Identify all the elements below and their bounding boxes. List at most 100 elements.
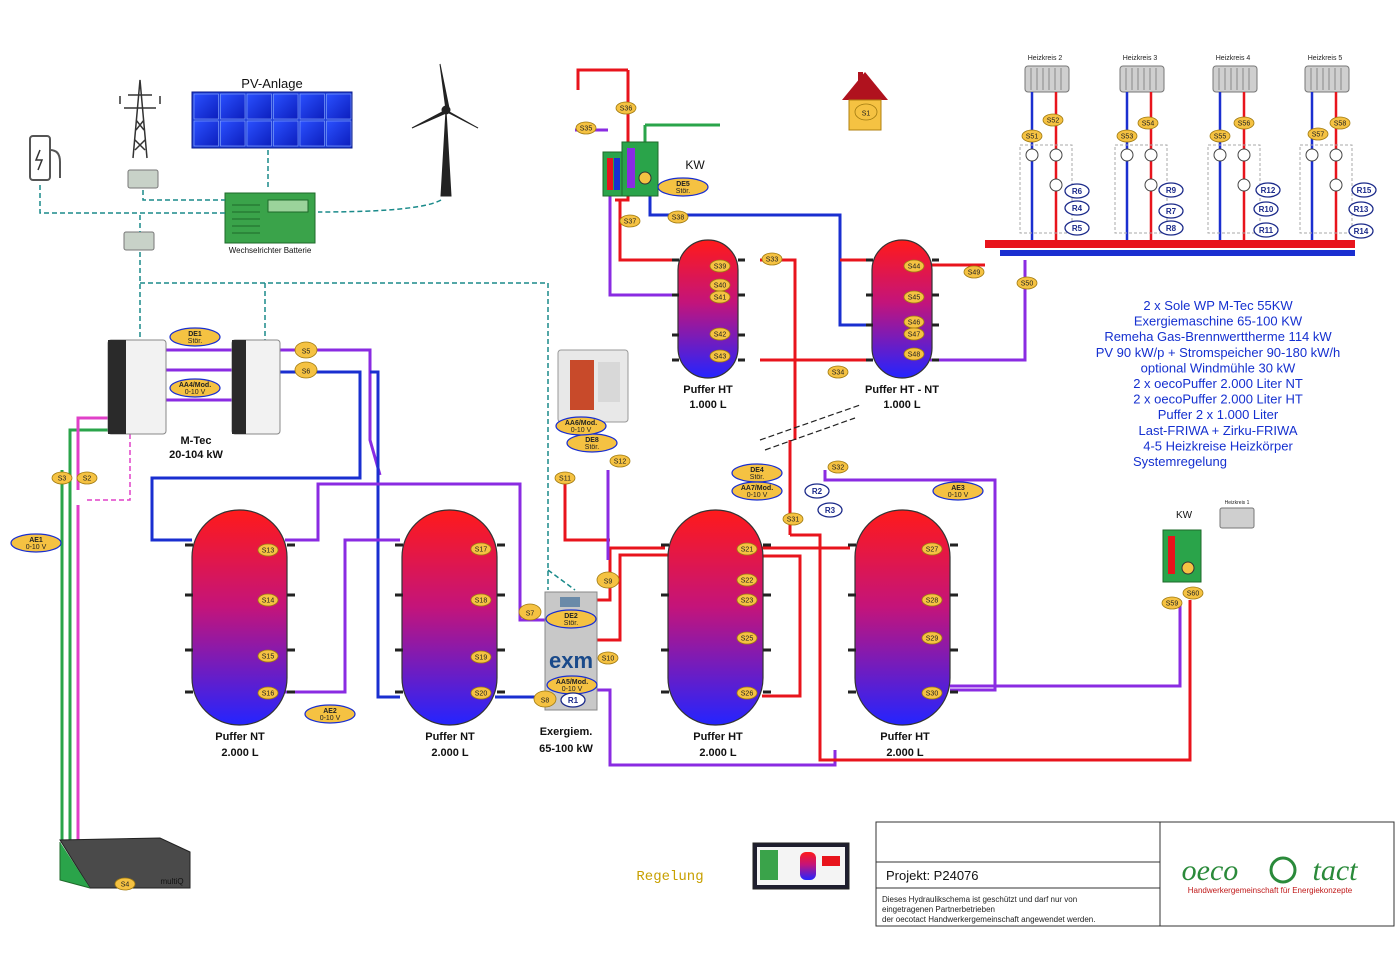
- module-aa6: AA6/Mod.0-10 V: [555, 416, 607, 436]
- svg-text:R9: R9: [1166, 186, 1177, 195]
- svg-text:R5: R5: [1072, 224, 1083, 233]
- dashed-crossing: [759, 404, 861, 451]
- signal-lines: [39, 150, 576, 591]
- svg-text:S60: S60: [1187, 591, 1200, 598]
- heating-circuit-3: Heizkreis 3: [1114, 55, 1168, 240]
- svg-text:S9: S9: [604, 579, 613, 586]
- relay-r13: R13: [1348, 201, 1374, 217]
- sensor-s3: S3: [51, 471, 73, 485]
- svg-text:0-10 V: 0-10 V: [571, 427, 592, 434]
- spec-line: 4-5 Heizkreise Heizkörper: [1143, 438, 1293, 453]
- svg-text:S15: S15: [262, 654, 275, 661]
- svg-text:S4: S4: [121, 882, 130, 889]
- svg-text:S20: S20: [475, 691, 488, 698]
- sensor-s55: S55: [1209, 129, 1231, 143]
- sensor-s60: S60: [1182, 586, 1204, 600]
- svg-text:R10: R10: [1259, 205, 1274, 214]
- spec-line: Exergiemaschine 65-100 KW: [1134, 314, 1303, 329]
- relay-r12: R12: [1255, 182, 1281, 198]
- svg-text:S54: S54: [1142, 121, 1155, 128]
- svg-text:S39: S39: [714, 264, 727, 271]
- sensor-s59: S59: [1161, 596, 1183, 610]
- svg-text:Heizkreis 5: Heizkreis 5: [1308, 55, 1343, 62]
- svg-text:R15: R15: [1357, 186, 1372, 195]
- tank-label: Puffer NT: [425, 731, 475, 743]
- svg-text:S3: S3: [58, 476, 67, 483]
- svg-text:Stör.: Stör.: [750, 474, 764, 481]
- kw-label-top: KW: [685, 158, 705, 172]
- relay-r7: R7: [1158, 203, 1184, 219]
- module-aa5: AA5/Mod.0-10 V: [546, 675, 598, 695]
- svg-text:S30: S30: [926, 691, 939, 698]
- sensor-s14: S14: [257, 593, 279, 607]
- svg-text:0-10 V: 0-10 V: [26, 544, 47, 551]
- sensor-s8: S8: [533, 690, 557, 708]
- svg-text:R7: R7: [1166, 207, 1177, 216]
- tank-size: 1.000 L: [883, 399, 921, 411]
- svg-text:0-10 V: 0-10 V: [747, 492, 768, 499]
- relay-r4: R4: [1064, 200, 1090, 216]
- svg-text:S52: S52: [1047, 118, 1060, 125]
- spec-line: PV 90 kW/p + Stromspeicher 90-180 kW/h: [1096, 345, 1341, 360]
- title-block: Projekt: P24076 Dieses Hydraulikschema i…: [875, 821, 1395, 927]
- sensor-s2: S2: [76, 471, 98, 485]
- svg-text:S26: S26: [741, 691, 754, 698]
- sensor-s12: S12: [609, 454, 631, 468]
- svg-text:S23: S23: [741, 598, 754, 605]
- sensor-s11: S11: [554, 471, 576, 485]
- sensor-s57: S57: [1307, 127, 1329, 141]
- wind-turbine-icon: [411, 63, 479, 197]
- distribution-manifold-cold: [1000, 250, 1355, 256]
- svg-text:S53: S53: [1121, 134, 1134, 141]
- tank-puffer-ht-2: [854, 509, 951, 726]
- svg-text:R11: R11: [1259, 226, 1274, 235]
- svg-text:R8: R8: [1166, 224, 1177, 233]
- svg-text:S8: S8: [541, 698, 550, 705]
- notice-line-1: Dieses Hydraulikschema ist geschützt und…: [882, 895, 1077, 904]
- power-pylon-icon: [119, 79, 161, 159]
- sensor-s51: S51: [1021, 129, 1043, 143]
- sensor-s56: S56: [1233, 116, 1255, 130]
- svg-text:S14: S14: [262, 598, 275, 605]
- energy-section: PV-Anlage Wechselr: [29, 63, 576, 591]
- pv-label: PV-Anlage: [241, 76, 302, 91]
- svg-text:S55: S55: [1214, 134, 1227, 141]
- svg-text:S51: S51: [1026, 134, 1039, 141]
- svg-text:0-10 V: 0-10 V: [320, 715, 341, 722]
- sensor-s49: S49: [963, 265, 985, 279]
- heat-pump-mtec: [107, 339, 281, 435]
- svg-text:S17: S17: [475, 547, 488, 554]
- svg-text:0-10 V: 0-10 V: [562, 686, 583, 693]
- sensor-s48: S48: [903, 347, 925, 361]
- svg-text:S19: S19: [475, 655, 488, 662]
- sensor-s43: S43: [709, 349, 731, 363]
- sensor-s1: S1: [854, 103, 878, 121]
- svg-text:S33: S33: [766, 257, 779, 264]
- heating-circuits: Heizkreis 2 Heizkreis 3 Heizkreis 4: [1019, 55, 1353, 240]
- svg-text:S50: S50: [1021, 281, 1034, 288]
- relay-r14: R14: [1348, 223, 1374, 239]
- spec-line: Puffer 2 x 1.000 Liter: [1158, 407, 1279, 422]
- logo-subtitle: Handwerkergemeinschaft für Energiekonzep…: [1188, 886, 1353, 895]
- sensor-s4: S4: [114, 877, 136, 891]
- distribution-manifold-hot: [985, 240, 1355, 248]
- tank-label: Puffer HT: [693, 731, 743, 743]
- sensor-s53: S53: [1116, 129, 1138, 143]
- project-number: Projekt: P24076: [886, 868, 979, 883]
- sensor-s38: S38: [667, 210, 689, 224]
- sensor-s54: S54: [1137, 116, 1159, 130]
- svg-text:R2: R2: [812, 487, 823, 496]
- multiq-label: multiQ: [160, 877, 183, 886]
- sensor-s30: S30: [921, 686, 943, 700]
- svg-text:S1: S1: [862, 111, 871, 118]
- exm-logo: exm: [549, 648, 593, 673]
- svg-text:R3: R3: [825, 506, 836, 515]
- svg-text:AA5/Mod.: AA5/Mod.: [556, 679, 588, 686]
- svg-text:S5: S5: [302, 349, 311, 356]
- svg-text:S10: S10: [602, 656, 615, 663]
- heating-circuit-5: Heizkreis 5: [1299, 55, 1353, 240]
